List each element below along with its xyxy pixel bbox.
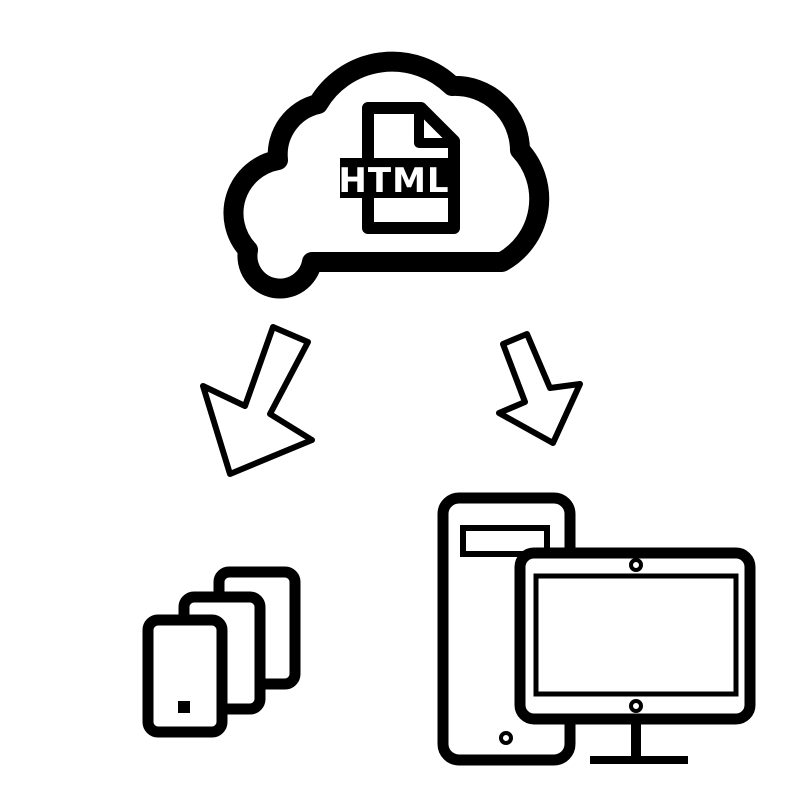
arrow-down-left-icon: [200, 324, 315, 477]
html-file-icon: HTML: [338, 102, 460, 234]
home-button-icon: [178, 701, 190, 713]
html-label: HTML: [338, 161, 449, 201]
desktop-computer-icon: [437, 492, 756, 766]
html-label-box: [340, 158, 448, 198]
arrow-down-right-icon: [496, 331, 583, 446]
mobile-devices-icon: [142, 566, 301, 738]
